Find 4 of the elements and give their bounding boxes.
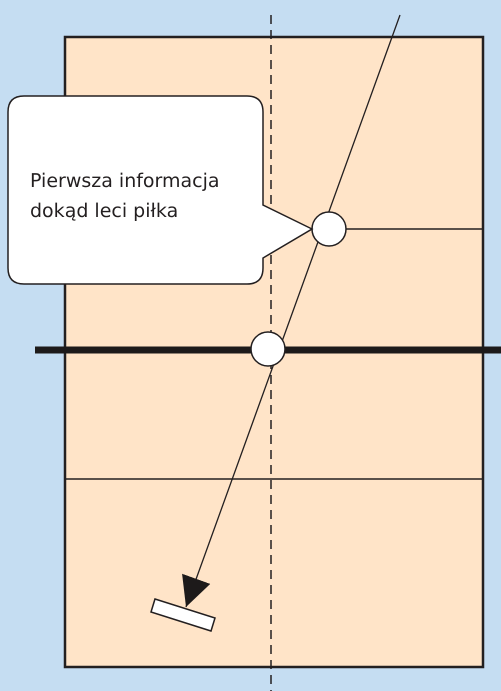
trajectory-line [282, 242, 319, 340]
trajectory-arrow [182, 364, 274, 608]
callout-text: Pierwsza informacja dokąd leci piłka [30, 169, 221, 224]
trajectory-line [328, 14, 401, 212]
